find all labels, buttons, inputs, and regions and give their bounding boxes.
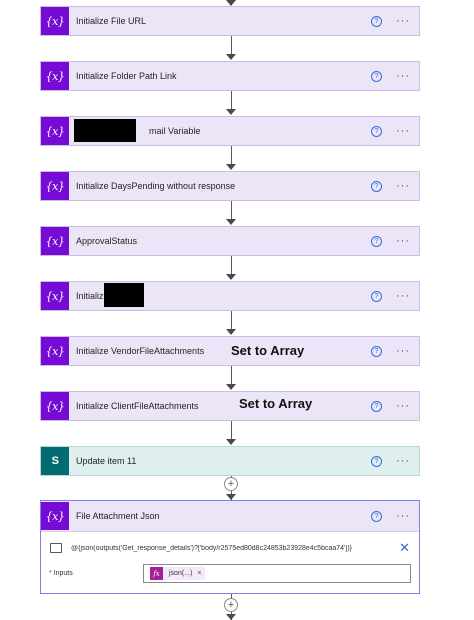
help-icon[interactable]: ? <box>371 510 382 522</box>
help-icon[interactable]: ? <box>371 70 382 82</box>
inputs-field[interactable]: fx json(...) × <box>143 564 411 583</box>
action-title: Initialize VendorFileAttachments <box>76 346 205 356</box>
action-title: ApprovalStatus <box>76 236 138 246</box>
annotation-set-to-array: Set to Array <box>231 343 305 358</box>
more-options-icon[interactable]: ··· <box>396 400 410 412</box>
inputs-label: * Inputs <box>49 570 73 577</box>
variable-icon: {x} <box>41 172 69 200</box>
variable-icon: {x} <box>41 337 69 365</box>
more-options-icon[interactable]: ··· <box>396 125 410 137</box>
more-options-icon[interactable]: ··· <box>396 290 410 302</box>
connector-line <box>231 36 232 56</box>
action-title: Update item 11 <box>76 456 137 466</box>
remove-token-icon[interactable]: × <box>197 570 202 577</box>
card-header[interactable]: {x} File Attachment Json ? ··· <box>41 501 419 532</box>
more-options-icon[interactable]: ··· <box>396 70 410 82</box>
connector-arrow <box>226 329 236 335</box>
token-label: json(...) <box>169 570 193 577</box>
action-card-file-attachment-json: {x} File Attachment Json ? ··· @{json(ou… <box>40 500 420 594</box>
help-icon[interactable]: ? <box>371 235 382 247</box>
action-title: Initialize ClientFileAttachments <box>76 401 199 411</box>
comment-icon[interactable] <box>50 543 62 553</box>
connector-arrow <box>226 164 236 170</box>
close-icon[interactable]: ✕ <box>399 540 410 555</box>
action-card-initialize-redacted[interactable]: {x} Initializ ? ··· <box>40 281 420 311</box>
sharepoint-icon: S <box>41 447 69 475</box>
help-icon[interactable]: ? <box>371 455 382 467</box>
connector-line <box>231 366 232 386</box>
expression-text: @{json(outputs('Get_response_details')?[… <box>71 544 352 552</box>
help-icon[interactable]: ? <box>371 180 382 192</box>
variable-icon: {x} <box>41 7 69 35</box>
variable-icon: {x} <box>41 117 69 145</box>
connector-arrow <box>226 384 236 390</box>
variable-icon: {x} <box>41 227 69 255</box>
fx-icon: fx <box>150 567 163 580</box>
expression-token[interactable]: fx json(...) × <box>150 567 206 580</box>
help-icon[interactable]: ? <box>371 400 382 412</box>
variable-icon: {x} <box>41 392 69 420</box>
action-title: mail Variable <box>149 126 201 136</box>
action-card-initialize-dayspending[interactable]: {x} Initialize DaysPending without respo… <box>40 171 420 201</box>
connector-arrow <box>226 219 236 225</box>
connector-line <box>231 91 232 111</box>
connector-line <box>231 256 232 276</box>
connector-arrow <box>226 439 236 445</box>
help-icon[interactable]: ? <box>371 15 382 27</box>
connector-line <box>231 146 232 166</box>
inputs-label-text: Inputs <box>53 570 73 577</box>
insert-step-button[interactable]: + <box>224 477 238 491</box>
action-card-initialize-file-url[interactable]: {x} Initialize File URL ? ··· <box>40 6 420 36</box>
connector-line <box>231 201 232 221</box>
connector-arrow <box>226 614 236 620</box>
more-options-icon[interactable]: ··· <box>396 15 410 27</box>
insert-step-button[interactable]: + <box>224 598 238 612</box>
connector-arrow <box>226 274 236 280</box>
action-card-approvalstatus[interactable]: {x} ApprovalStatus ? ··· <box>40 226 420 256</box>
action-title: Initializ <box>76 291 104 301</box>
connector-arrow <box>226 494 236 500</box>
action-title: Initialize DaysPending without response <box>76 181 236 191</box>
action-title: Initialize Folder Path Link <box>76 71 177 81</box>
help-icon[interactable]: ? <box>371 290 382 302</box>
variable-icon: {x} <box>41 282 69 310</box>
connector-line <box>231 421 232 441</box>
connector-line <box>231 311 232 331</box>
more-options-icon[interactable]: ··· <box>396 235 410 247</box>
help-icon[interactable]: ? <box>371 125 382 137</box>
variable-icon: {x} <box>41 502 69 530</box>
action-card-initialize-vendorfileattachments[interactable]: {x} Initialize VendorFileAttachments ? ·… <box>40 336 420 366</box>
help-icon[interactable]: ? <box>371 345 382 357</box>
more-options-icon[interactable]: ··· <box>396 510 410 522</box>
connector-arrow <box>226 54 236 60</box>
connector-arrow <box>226 109 236 115</box>
more-options-icon[interactable]: ··· <box>396 180 410 192</box>
annotation-set-to-array: Set to Array <box>239 396 313 411</box>
action-card-initialize-folder-path-link[interactable]: {x} Initialize Folder Path Link ? ··· <box>40 61 420 91</box>
action-title: File Attachment Json <box>76 511 160 521</box>
redaction-box <box>74 119 136 142</box>
more-options-icon[interactable]: ··· <box>396 345 410 357</box>
connector-arrow <box>226 0 236 6</box>
action-card-initialize-clientfileattachments[interactable]: {x} Initialize ClientFileAttachments ? ·… <box>40 391 420 421</box>
action-title: Initialize File URL <box>76 16 147 26</box>
more-options-icon[interactable]: ··· <box>396 455 410 467</box>
redaction-box <box>104 283 144 307</box>
required-mark: * <box>49 570 52 577</box>
action-card-update-item-11[interactable]: S Update item 11 ? ··· <box>40 446 420 476</box>
variable-icon: {x} <box>41 62 69 90</box>
expression-row: @{json(outputs('Get_response_details')?[… <box>50 541 410 555</box>
